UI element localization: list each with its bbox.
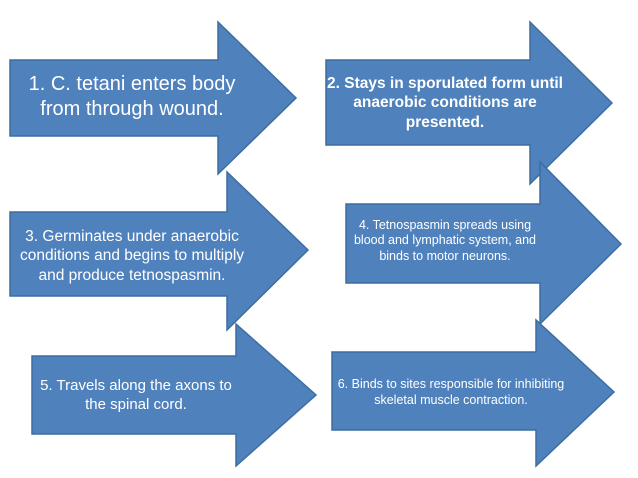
step-5-text: 5. Travels along the axons to the spinal… [40,377,232,413]
step-6-arrow [331,318,616,468]
step-3-arrow [9,170,310,332]
step-4-arrow [345,160,623,326]
step-6-text: 6. Binds to sites responsible for inhibi… [337,377,565,407]
step-2-arrow [325,20,614,186]
step-5-arrow [31,322,318,468]
step-4-text: 4. Tetnospasmin spreads using blood and … [353,217,537,263]
step-1-arrow [9,20,298,176]
step-2-text: 2. Stays in sporulated form until anaero… [327,74,563,131]
step-3-text: 3. Germinates under anaerobic conditions… [19,227,245,284]
step-1-text: 1. C. tetani enters body from through wo… [28,73,236,120]
